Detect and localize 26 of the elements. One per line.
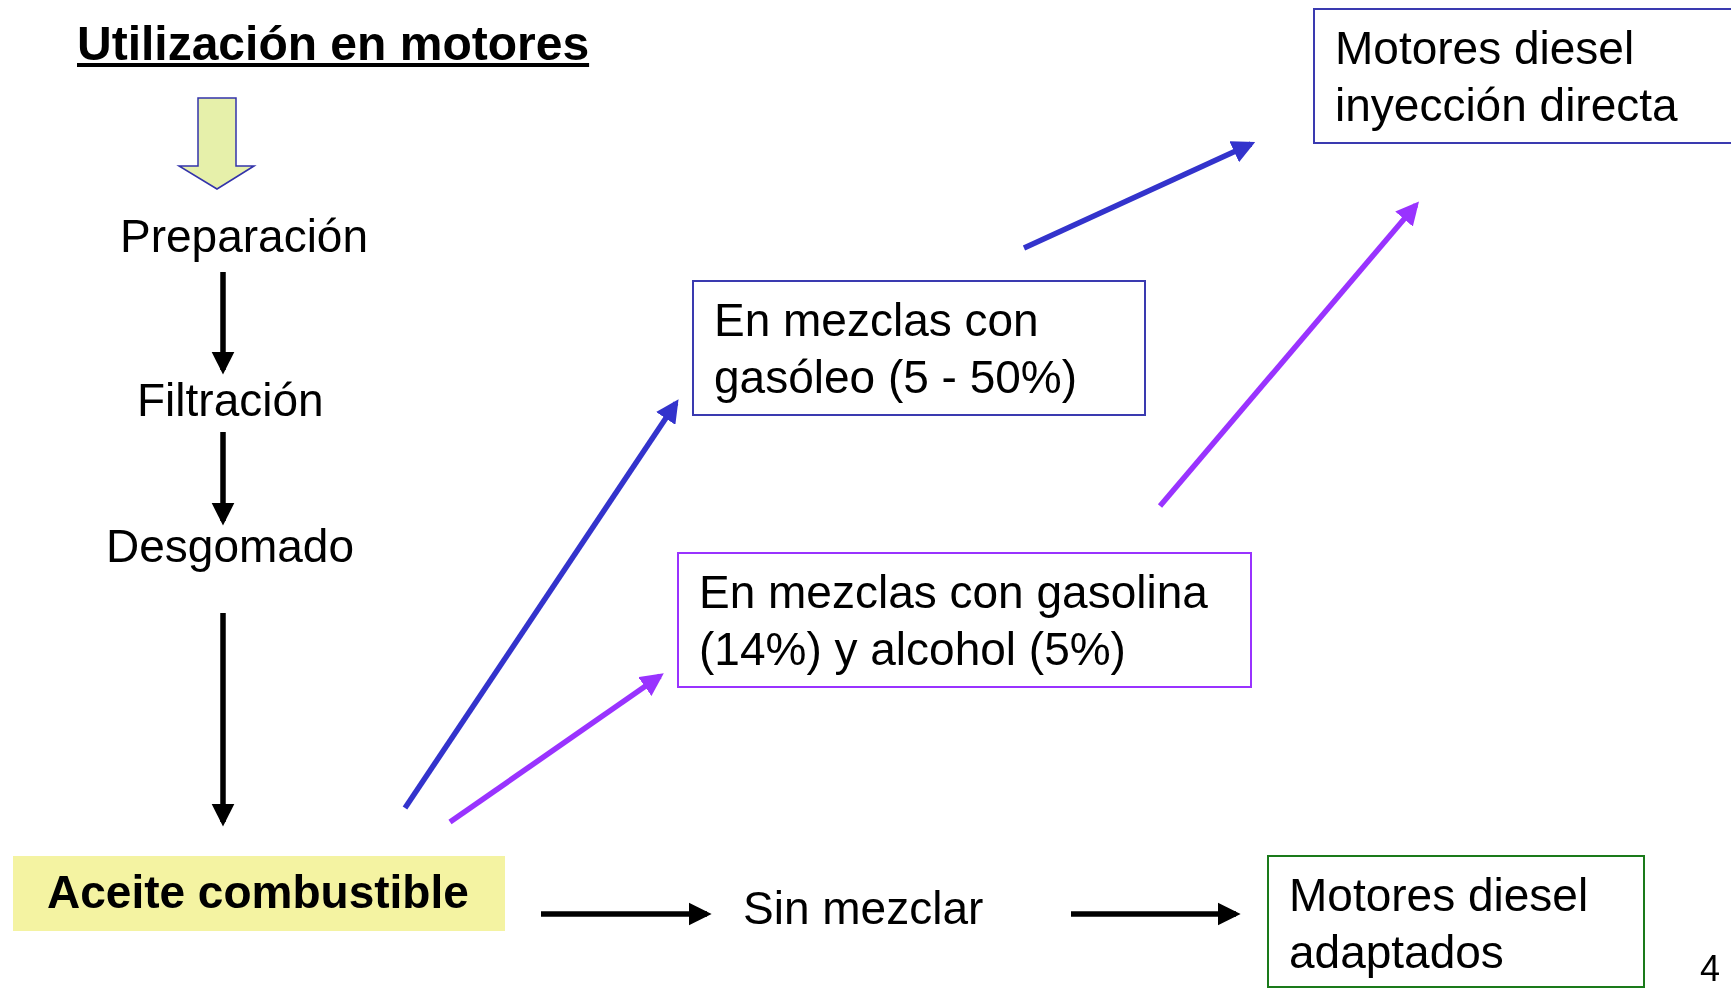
block-arrow xyxy=(176,97,257,190)
process-box xyxy=(1267,855,1645,988)
step-label: Desgomado xyxy=(106,519,356,574)
arrow xyxy=(1071,902,1241,926)
page-number: 4 xyxy=(1700,948,1721,989)
step-label: Sin mezclar xyxy=(743,881,985,936)
process-box xyxy=(1313,8,1731,144)
box-text: En mezclas con gasolina (14%) y alcohol (5%) xyxy=(699,565,1209,677)
box-text: Motores diesel inyección directa xyxy=(1335,21,1679,133)
arrow xyxy=(211,272,235,375)
highlight-box xyxy=(13,856,505,931)
arrow xyxy=(448,673,664,825)
step-label: Filtración xyxy=(137,373,325,428)
arrow xyxy=(1157,201,1419,508)
process-box xyxy=(677,552,1252,688)
process-box xyxy=(692,280,1146,416)
box-text: Motores diesel adaptados xyxy=(1289,868,1590,980)
arrow xyxy=(402,399,679,810)
box-text: En mezclas con gasóleo (5 - 50%) xyxy=(714,293,1079,405)
box-text: Aceite combustible xyxy=(47,865,470,920)
arrow xyxy=(541,902,712,926)
heading: Utilización en motores xyxy=(77,16,590,71)
arrow xyxy=(211,613,235,827)
arrow xyxy=(211,432,235,526)
arrow xyxy=(1022,141,1256,251)
step-label: Preparación xyxy=(120,209,370,264)
